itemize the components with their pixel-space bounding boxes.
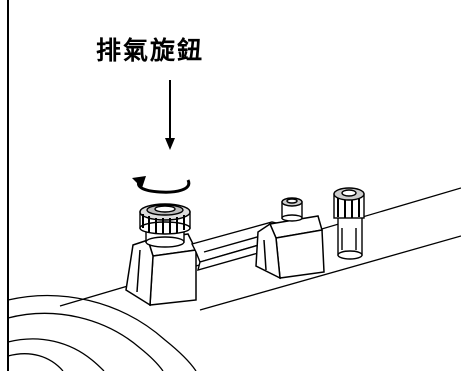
exhaust-knob-label: 排氣旋鈕 [96, 36, 205, 65]
float-cap [281, 197, 303, 222]
pressure-fitting [333, 187, 365, 260]
down-arrow-icon [165, 80, 175, 150]
right-mount-block [255, 215, 325, 280]
vessel-lid [7, 294, 197, 371]
rotate-arrow-icon [132, 176, 191, 194]
exhaust-knob [139, 203, 191, 248]
